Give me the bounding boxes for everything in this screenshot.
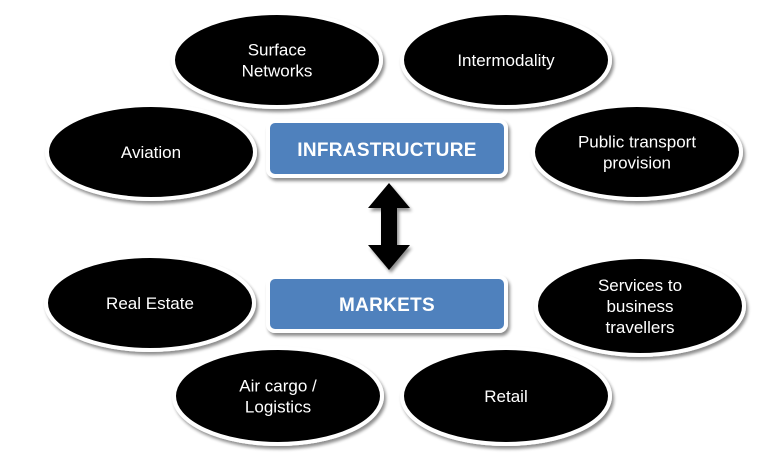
node-ellipse [534,255,746,357]
markets-box [266,275,508,333]
node-label-line: Real Estate [106,294,194,313]
node-ellipse [44,254,256,352]
node-services-to-business-travellers: Services to business travellers [534,255,746,357]
markets-hub [266,275,508,333]
node-label-line: Logistics [245,398,311,417]
node-label-line: Intermodality [457,51,555,70]
node-ellipse [45,103,257,201]
node-real-estate: Real Estate [44,254,256,352]
infrastructure-label: INFRASTRUCTURE [297,140,476,161]
node-label-line: provision [603,154,671,173]
node-ellipse [172,346,384,446]
node-retail: Retail [400,346,612,446]
node-label-line: Public transport [578,133,696,152]
node-intermodality: Intermodality [400,11,612,109]
node-aviation: Aviation [45,103,257,201]
node-ellipse [400,11,612,109]
node-label-line: business [606,297,673,316]
node-label-line: Air cargo / [239,377,317,396]
node-label-line: travellers [606,318,675,337]
node-ellipse [400,346,612,446]
double-headed-vertical-arrow-icon [368,183,410,270]
node-ellipse [171,11,383,109]
node-label-line: Retail [484,387,527,406]
node-ellipse [531,103,743,201]
node-label-line: Services to [598,276,682,295]
infrastructure-box [266,119,508,178]
node-label-line: Networks [242,62,313,81]
markets-label: MARKETS [339,295,435,316]
infrastructure-hub [266,119,508,178]
market-nodes: Real Estate Services to business travellers… [44,254,746,446]
node-public-transport-provision: Public transport provision [531,103,743,201]
node-label-line: Aviation [121,143,181,162]
node-air-cargo-logistics: Air cargo / Logistics [172,346,384,446]
node-label-line: Surface [248,41,307,60]
